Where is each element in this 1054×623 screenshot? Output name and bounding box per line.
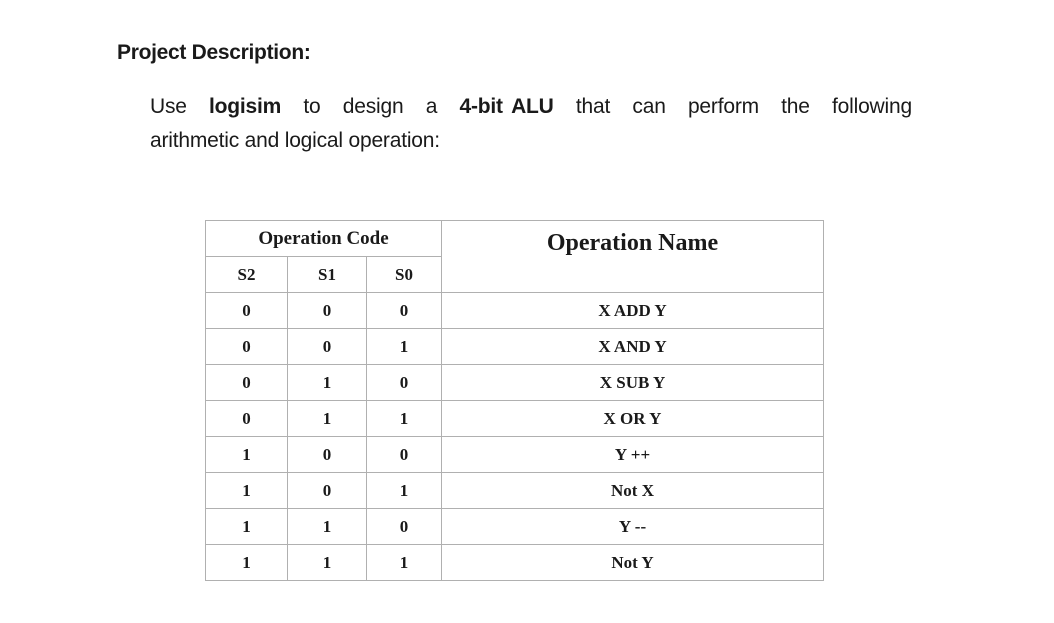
cell-s2: 1 — [205, 544, 288, 581]
header-s1: S1 — [287, 256, 367, 293]
cell-operation-name: Y ++ — [441, 436, 824, 473]
word: a — [425, 95, 438, 118]
word-bold: logisim — [209, 95, 282, 118]
header-operation-name: Operation Name — [441, 220, 824, 293]
word: that — [575, 95, 611, 118]
word: design — [342, 95, 404, 118]
cell-s2: 1 — [205, 508, 288, 545]
table-row: 1 1 1 Not Y — [205, 544, 824, 581]
cell-operation-name: Y -- — [441, 508, 824, 545]
cell-s2: 0 — [205, 328, 288, 365]
cell-s0: 1 — [366, 472, 442, 509]
alu-operation-table: Operation Code Operation Name S2 S1 S0 0… — [205, 220, 824, 581]
cell-s1: 0 — [287, 292, 367, 329]
word: perform — [687, 95, 759, 118]
cell-s2: 0 — [205, 364, 288, 401]
cell-operation-name: X AND Y — [441, 328, 824, 365]
cell-s2: 1 — [205, 436, 288, 473]
table-row: 0 1 0 X SUB Y — [205, 364, 824, 401]
cell-s1: 1 — [287, 400, 367, 437]
cell-s0: 0 — [366, 508, 442, 545]
cell-s1: 0 — [287, 328, 367, 365]
table-row: 1 0 0 Y ++ — [205, 436, 824, 473]
cell-s0: 1 — [366, 400, 442, 437]
header-s2: S2 — [205, 256, 288, 293]
cell-s0: 1 — [366, 544, 442, 581]
cell-s2: 0 — [205, 292, 288, 329]
cell-s1: 0 — [287, 436, 367, 473]
description-line-2: arithmetic and logical operation: — [150, 129, 440, 152]
word: following — [832, 95, 912, 118]
cell-s1: 1 — [287, 364, 367, 401]
word: the — [781, 95, 810, 118]
table-header-row: Operation Code Operation Name — [205, 220, 824, 293]
cell-operation-name: Not Y — [441, 544, 824, 581]
description-paragraph: Use logisim to design a 4-bit ALU that c… — [150, 90, 912, 158]
cell-s0: 0 — [366, 436, 442, 473]
word: to — [303, 95, 321, 118]
table-row: 0 1 1 X OR Y — [205, 400, 824, 437]
table-row: 0 0 1 X AND Y — [205, 328, 824, 365]
section-heading: Project Description: — [117, 41, 311, 64]
cell-s2: 1 — [205, 472, 288, 509]
table-row: 1 0 1 Not X — [205, 472, 824, 509]
cell-operation-name: Not X — [441, 472, 824, 509]
cell-s0: 1 — [366, 328, 442, 365]
header-operation-code: Operation Code — [205, 220, 442, 257]
word: Use — [150, 95, 187, 118]
cell-s1: 0 — [287, 472, 367, 509]
cell-s0: 0 — [366, 364, 442, 401]
cell-s0: 0 — [366, 292, 442, 329]
cell-operation-name: X OR Y — [441, 400, 824, 437]
cell-operation-name: X ADD Y — [441, 292, 824, 329]
table-subheader-row: S2 S1 S0 — [205, 256, 824, 293]
cell-s1: 1 — [287, 544, 367, 581]
description-line-1: Use logisim to design a 4-bit ALU that c… — [150, 90, 912, 124]
cell-s1: 1 — [287, 508, 367, 545]
word-bold: ALU — [511, 95, 554, 118]
word-bold: 4-bit — [459, 95, 504, 118]
header-s0: S0 — [366, 256, 442, 293]
table-row: 1 1 0 Y -- — [205, 508, 824, 545]
cell-operation-name: X SUB Y — [441, 364, 824, 401]
word: can — [632, 95, 666, 118]
cell-s2: 0 — [205, 400, 288, 437]
table-row: 0 0 0 X ADD Y — [205, 292, 824, 329]
